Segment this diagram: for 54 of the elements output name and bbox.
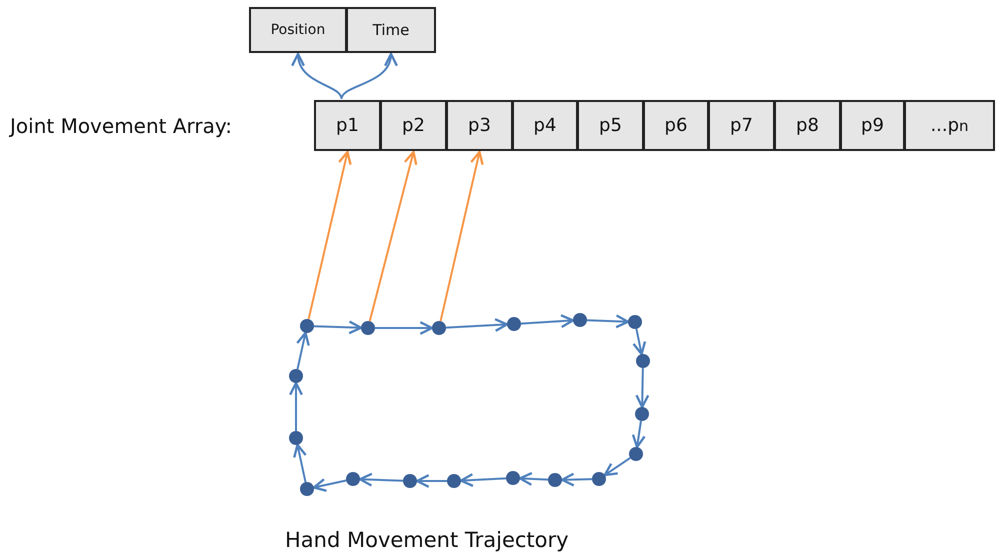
arrow: [368, 150, 418, 322]
trajectory-point: [635, 407, 649, 421]
array-cell: p7: [708, 100, 775, 151]
trajectory-point: [507, 317, 521, 331]
trajectory-point: [548, 473, 562, 487]
arrow: [518, 472, 548, 486]
arrow: [560, 472, 592, 487]
array-label: Joint Movement Array:: [10, 114, 232, 138]
array-cell: p9: [840, 100, 905, 151]
trajectory-point: [300, 319, 314, 333]
arrow: [358, 472, 404, 487]
arrow: [312, 478, 346, 492]
trajectory-point: [300, 482, 314, 496]
arrow: [416, 474, 447, 488]
trajectory-point: [346, 472, 360, 486]
array-cell: p4: [512, 100, 578, 151]
trajectory-point: [289, 431, 303, 445]
arrow: [520, 314, 574, 328]
arrow: [293, 444, 307, 482]
arrow: [375, 321, 434, 335]
arrow: [604, 457, 631, 476]
trajectory-point: [361, 321, 375, 335]
arrow: [635, 368, 650, 408]
trajectory-point: [573, 313, 587, 327]
array-cell: p2: [380, 100, 447, 151]
field-cell: Time: [346, 7, 436, 53]
trajectory-point: [592, 472, 606, 486]
arrow: [632, 328, 646, 356]
trajectory-point: [432, 321, 446, 335]
arrow: [586, 314, 630, 328]
array-cell: p1: [314, 100, 381, 151]
arrow: [446, 318, 508, 332]
array-cell: p3: [446, 100, 513, 151]
arrow: [460, 473, 506, 488]
arrow: [314, 320, 362, 334]
trajectory-point: [506, 471, 520, 485]
trajectory-point: [403, 474, 417, 488]
arrow: [440, 150, 484, 322]
trajectory-point: [447, 474, 461, 488]
trajectory-point: [629, 447, 643, 461]
array-cell: p8: [774, 100, 841, 151]
arrow: [632, 420, 646, 448]
trajectory-point: [636, 354, 650, 368]
arrow: [289, 382, 303, 431]
trajectory-point: [289, 369, 303, 383]
trajectory-point: [628, 315, 642, 329]
field-cell: Position: [249, 7, 347, 53]
arrow: [296, 332, 310, 370]
array-cell: p6: [643, 100, 709, 151]
arrow: [292, 52, 342, 100]
arrow: [340, 52, 396, 100]
trajectory-caption: Hand Movement Trajectory: [285, 528, 569, 552]
array-cell: p5: [577, 100, 644, 151]
arrow: [308, 150, 352, 320]
